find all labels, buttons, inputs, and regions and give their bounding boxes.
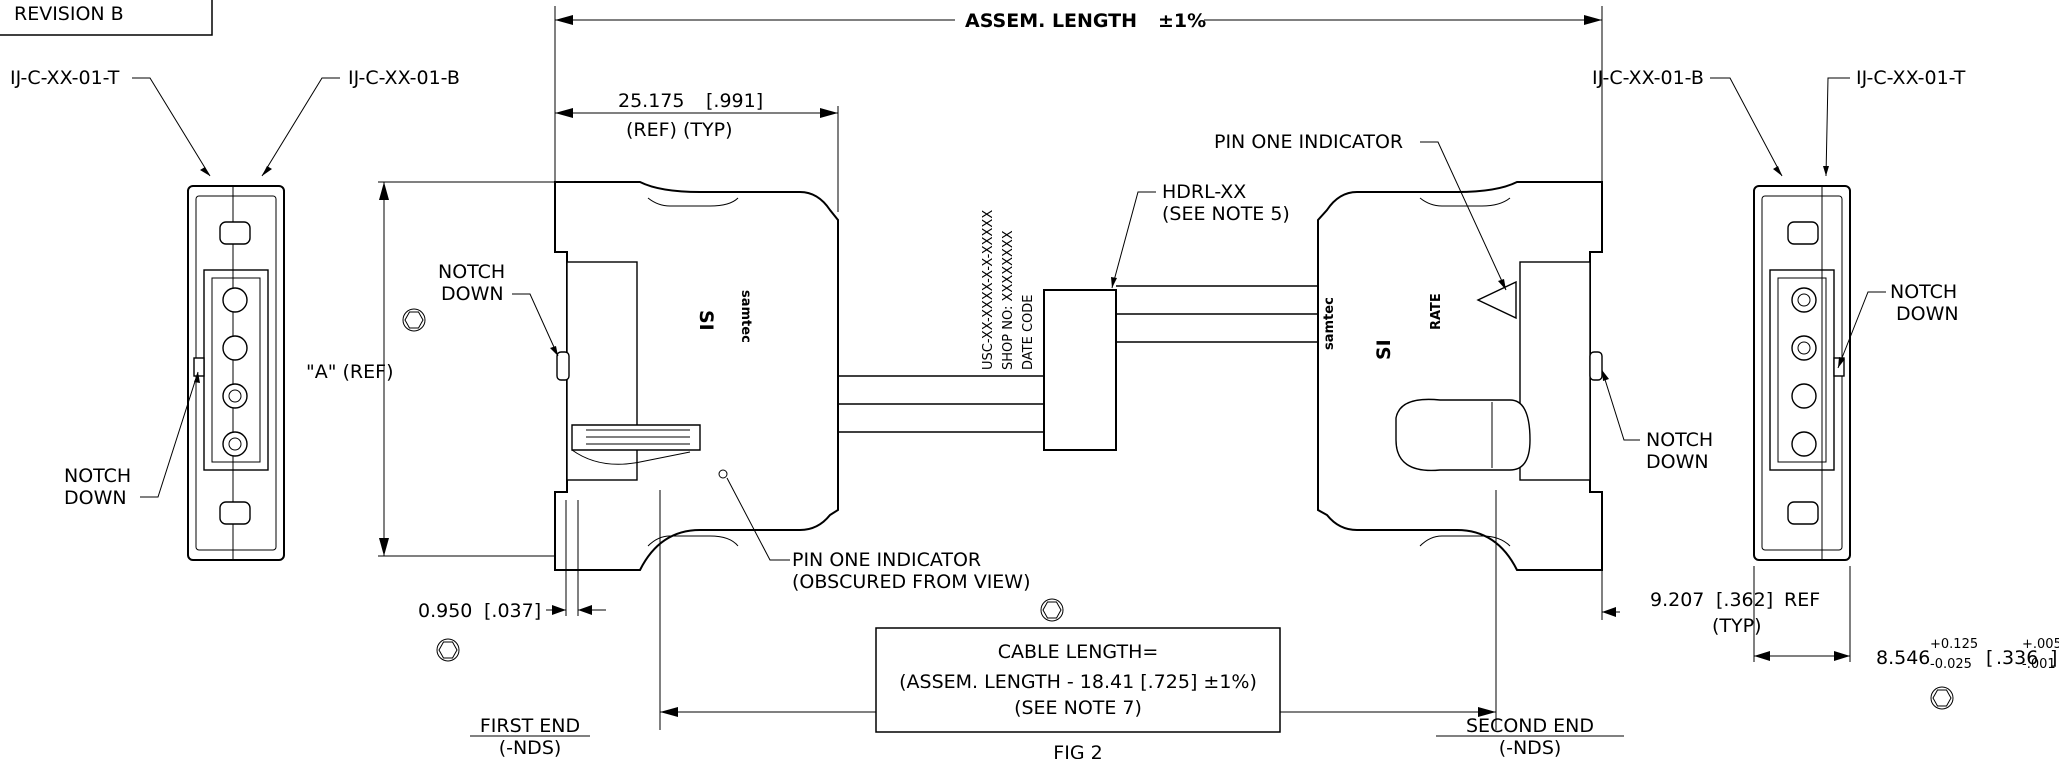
label-left-bottom-part: IJ-C-XX-01-B [348, 67, 460, 89]
cable-length-box: CABLE LENGTH= (ASSEM. LENGTH - 18.41 [.7… [875, 627, 1281, 733]
label-hdrl: HDRL-XX [1162, 181, 1246, 203]
label-pin-one: PIN ONE INDICATOR [1214, 131, 1403, 153]
right-bottom-part-callout: IJ-C-XX-01-B [1592, 67, 1783, 177]
brand-text-first: samtec [738, 290, 753, 343]
height-dimension: "A" (REF) [306, 181, 555, 557]
label-notch-first-1: NOTCH [438, 261, 505, 283]
product2-text-second: RATE [1429, 293, 1444, 330]
label-end-dim-mm-tol-plus: +0.125 [1930, 637, 1978, 652]
first-end-title: FIRST END (-NDS) [470, 715, 590, 759]
label-figure: FIG 2 [1053, 742, 1102, 759]
label-end-dim-mm-tol-minus: -0.025 [1930, 657, 1972, 672]
cable-label-line3: DATE CODE [1021, 295, 1036, 371]
label-first-end-sub: (-NDS) [499, 737, 562, 759]
notch-dimension: 0.950 [.037] [418, 500, 606, 662]
label-notch-second-2: DOWN [1646, 451, 1709, 473]
cable-length-line1: CABLE LENGTH= [998, 641, 1159, 663]
label-notch-dim-in: [.037] [484, 600, 541, 622]
cable-label-line1: USC-XX-XXXX-X-X-XXXXX [981, 210, 996, 370]
left-notch-down-callout: NOTCH DOWN [64, 371, 200, 509]
label-right-top-part: IJ-C-XX-01-T [1856, 67, 1966, 89]
left-top-part-callout: IJ-C-XX-01-T [10, 67, 211, 177]
cable-length-line3: (SEE NOTE 7) [1014, 697, 1142, 719]
end-width-dimension: 8.546 +0.125 -0.025 [ .336 +.005 -.001 ] [1753, 566, 2059, 710]
label-notch-second-1: NOTCH [1646, 429, 1713, 451]
pin-one-obscured-callout: PIN ONE INDICATOR (OBSCURED FROM VIEW) [726, 477, 1031, 593]
product-text-second: SI [1373, 339, 1395, 360]
cable-bundle: USC-XX-XXXX-X-X-XXXXX SHOP NO: XXXXXXXX … [838, 210, 1318, 451]
label-height-ref: "A" (REF) [306, 361, 393, 383]
bracket-close: ] [2050, 647, 2057, 669]
right-ref-dimension: 9.207 [.362] REF (TYP) [1601, 500, 1820, 637]
product-text-first: SI [695, 310, 717, 331]
label-right-dim-in: [.362] [1716, 589, 1773, 611]
label-end-dim-in-tol-minus: -.001 [2022, 657, 2056, 672]
revision-block: REVISION B [0, 0, 213, 36]
assem-length-dimension: ASSEM. LENGTH ±1% [554, 6, 1603, 250]
left-end-view [187, 185, 285, 561]
left-bottom-part-callout: IJ-C-XX-01-B [261, 67, 460, 177]
label-first-end: FIRST END [480, 715, 580, 737]
hdrl-callout: HDRL-XX (SEE NOTE 5) [1111, 181, 1290, 289]
label-see-note-5: (SEE NOTE 5) [1162, 203, 1290, 225]
brand-text-second: samtec [1322, 297, 1337, 350]
label-ref-width-in: [.991] [706, 90, 763, 112]
right-top-part-callout: IJ-C-XX-01-T [1823, 67, 1966, 177]
label-notch-right-1: NOTCH [1890, 281, 1957, 303]
label-assem-length: ASSEM. LENGTH [965, 10, 1137, 32]
label-notch-right-2: DOWN [1896, 303, 1959, 325]
cable-length-dimension [659, 490, 1497, 730]
label-notch-dim-mm: 0.950 [418, 600, 472, 622]
label-end-dim-in-tol-plus: +.005 [2022, 637, 2059, 652]
pin-one-callout: PIN ONE INDICATOR [1214, 131, 1507, 291]
label-notch-left-1: NOTCH [64, 465, 131, 487]
label-right-dim-typ: (TYP) [1712, 615, 1762, 637]
label-ref-width-note: (REF) (TYP) [626, 119, 733, 141]
label-notch-left-2: DOWN [64, 487, 127, 509]
second-end-notch-callout: NOTCH DOWN [1601, 369, 1713, 473]
label-pin-one-obscured-2: (OBSCURED FROM VIEW) [792, 571, 1031, 593]
label-assem-tol: ±1% [1158, 10, 1206, 32]
right-end-view [1753, 185, 1851, 561]
label-ref-width-mm: 25.175 [618, 90, 684, 112]
first-end-notch-callout: NOTCH DOWN [438, 261, 559, 357]
label-end-dim-mm: 8.546 [1876, 647, 1930, 669]
label-right-dim-ref: REF [1784, 589, 1820, 611]
bracket-open: [ [1986, 647, 1993, 669]
label-second-end: SECOND END [1466, 715, 1594, 737]
second-end-connector: samtec SI RATE [1317, 181, 1603, 571]
cable-length-line2: (ASSEM. LENGTH - 18.41 [.725] ±1%) [899, 671, 1257, 693]
label-second-end-sub: (-NDS) [1499, 737, 1562, 759]
ref-width-dimension: 25.175 [.991] (REF) (TYP) [555, 90, 839, 212]
label-left-top-part: IJ-C-XX-01-T [10, 67, 120, 89]
cable-label-line2: SHOP NO: XXXXXXXX [1001, 230, 1016, 370]
revision-label: REVISION B [14, 3, 124, 25]
label-right-bottom-part: IJ-C-XX-01-B [1592, 67, 1704, 89]
right-notch-down-callout: NOTCH DOWN [1837, 281, 1959, 369]
label-notch-first-2: DOWN [441, 283, 504, 305]
label-end-dim-in: .336 [1996, 647, 2038, 669]
figure-caption: FIG 2 [1053, 742, 1102, 759]
second-end-title: SECOND END (-NDS) [1436, 715, 1624, 759]
label-right-dim-mm: 9.207 [1650, 589, 1704, 611]
first-end-connector: samtec SI [554, 181, 839, 571]
label-pin-one-obscured-1: PIN ONE INDICATOR [792, 549, 981, 571]
